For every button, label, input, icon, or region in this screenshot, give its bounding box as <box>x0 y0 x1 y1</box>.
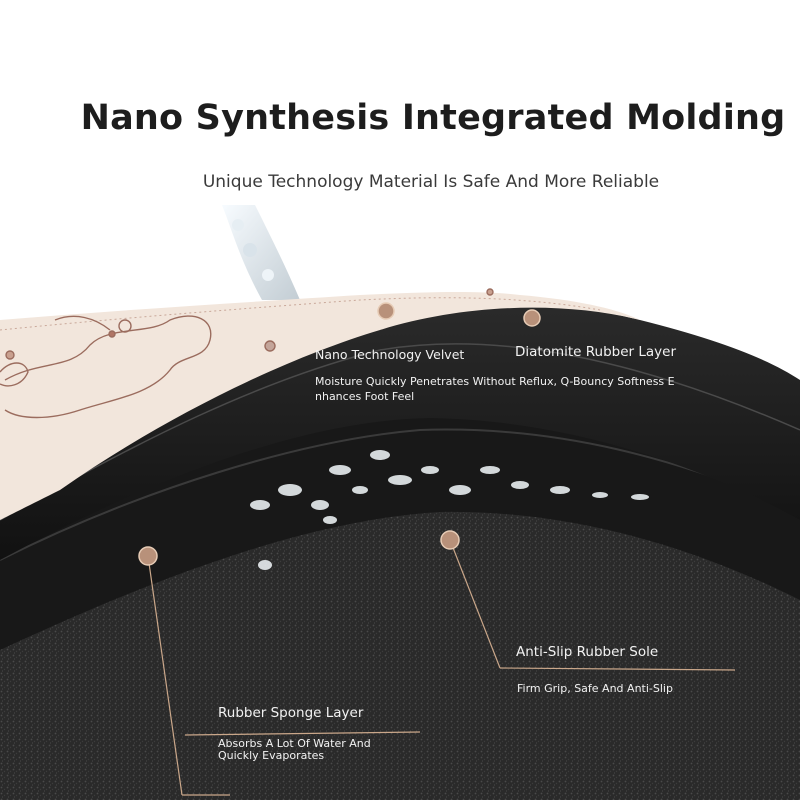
water-stream <box>222 205 300 300</box>
velvet-marker <box>377 302 395 320</box>
floral-pattern <box>0 288 494 419</box>
layer-markers <box>138 302 541 566</box>
page-title: Nano Synthesis Integrated Molding <box>80 98 786 138</box>
sponge-label: Rubber Sponge Layer <box>218 705 364 721</box>
leader-lines <box>147 539 736 796</box>
sponge-description: Absorbs A Lot Of Water And Quickly Evapo… <box>218 737 371 762</box>
nano-velvet-surface <box>0 291 640 520</box>
sole-description: Firm Grip, Safe And Anti-Slip <box>517 682 673 695</box>
velvet-label: Nano Technology Velvet <box>315 347 465 362</box>
rubber-sponge-layer <box>0 502 800 800</box>
water-droplets <box>250 450 649 570</box>
diatomite-label: Diatomite Rubber Layer <box>515 344 677 360</box>
diatomite-marker <box>523 309 541 327</box>
sole-label: Anti-Slip Rubber Sole <box>516 644 659 660</box>
page-subtitle: Unique Technology Material Is Safe And M… <box>202 172 660 192</box>
sole-marker <box>440 530 460 550</box>
sponge-marker <box>138 546 158 566</box>
diatomite-rubber-layer <box>0 299 800 560</box>
diatomite-description: Moisture Quickly Penetrates Without Refl… <box>315 375 675 403</box>
